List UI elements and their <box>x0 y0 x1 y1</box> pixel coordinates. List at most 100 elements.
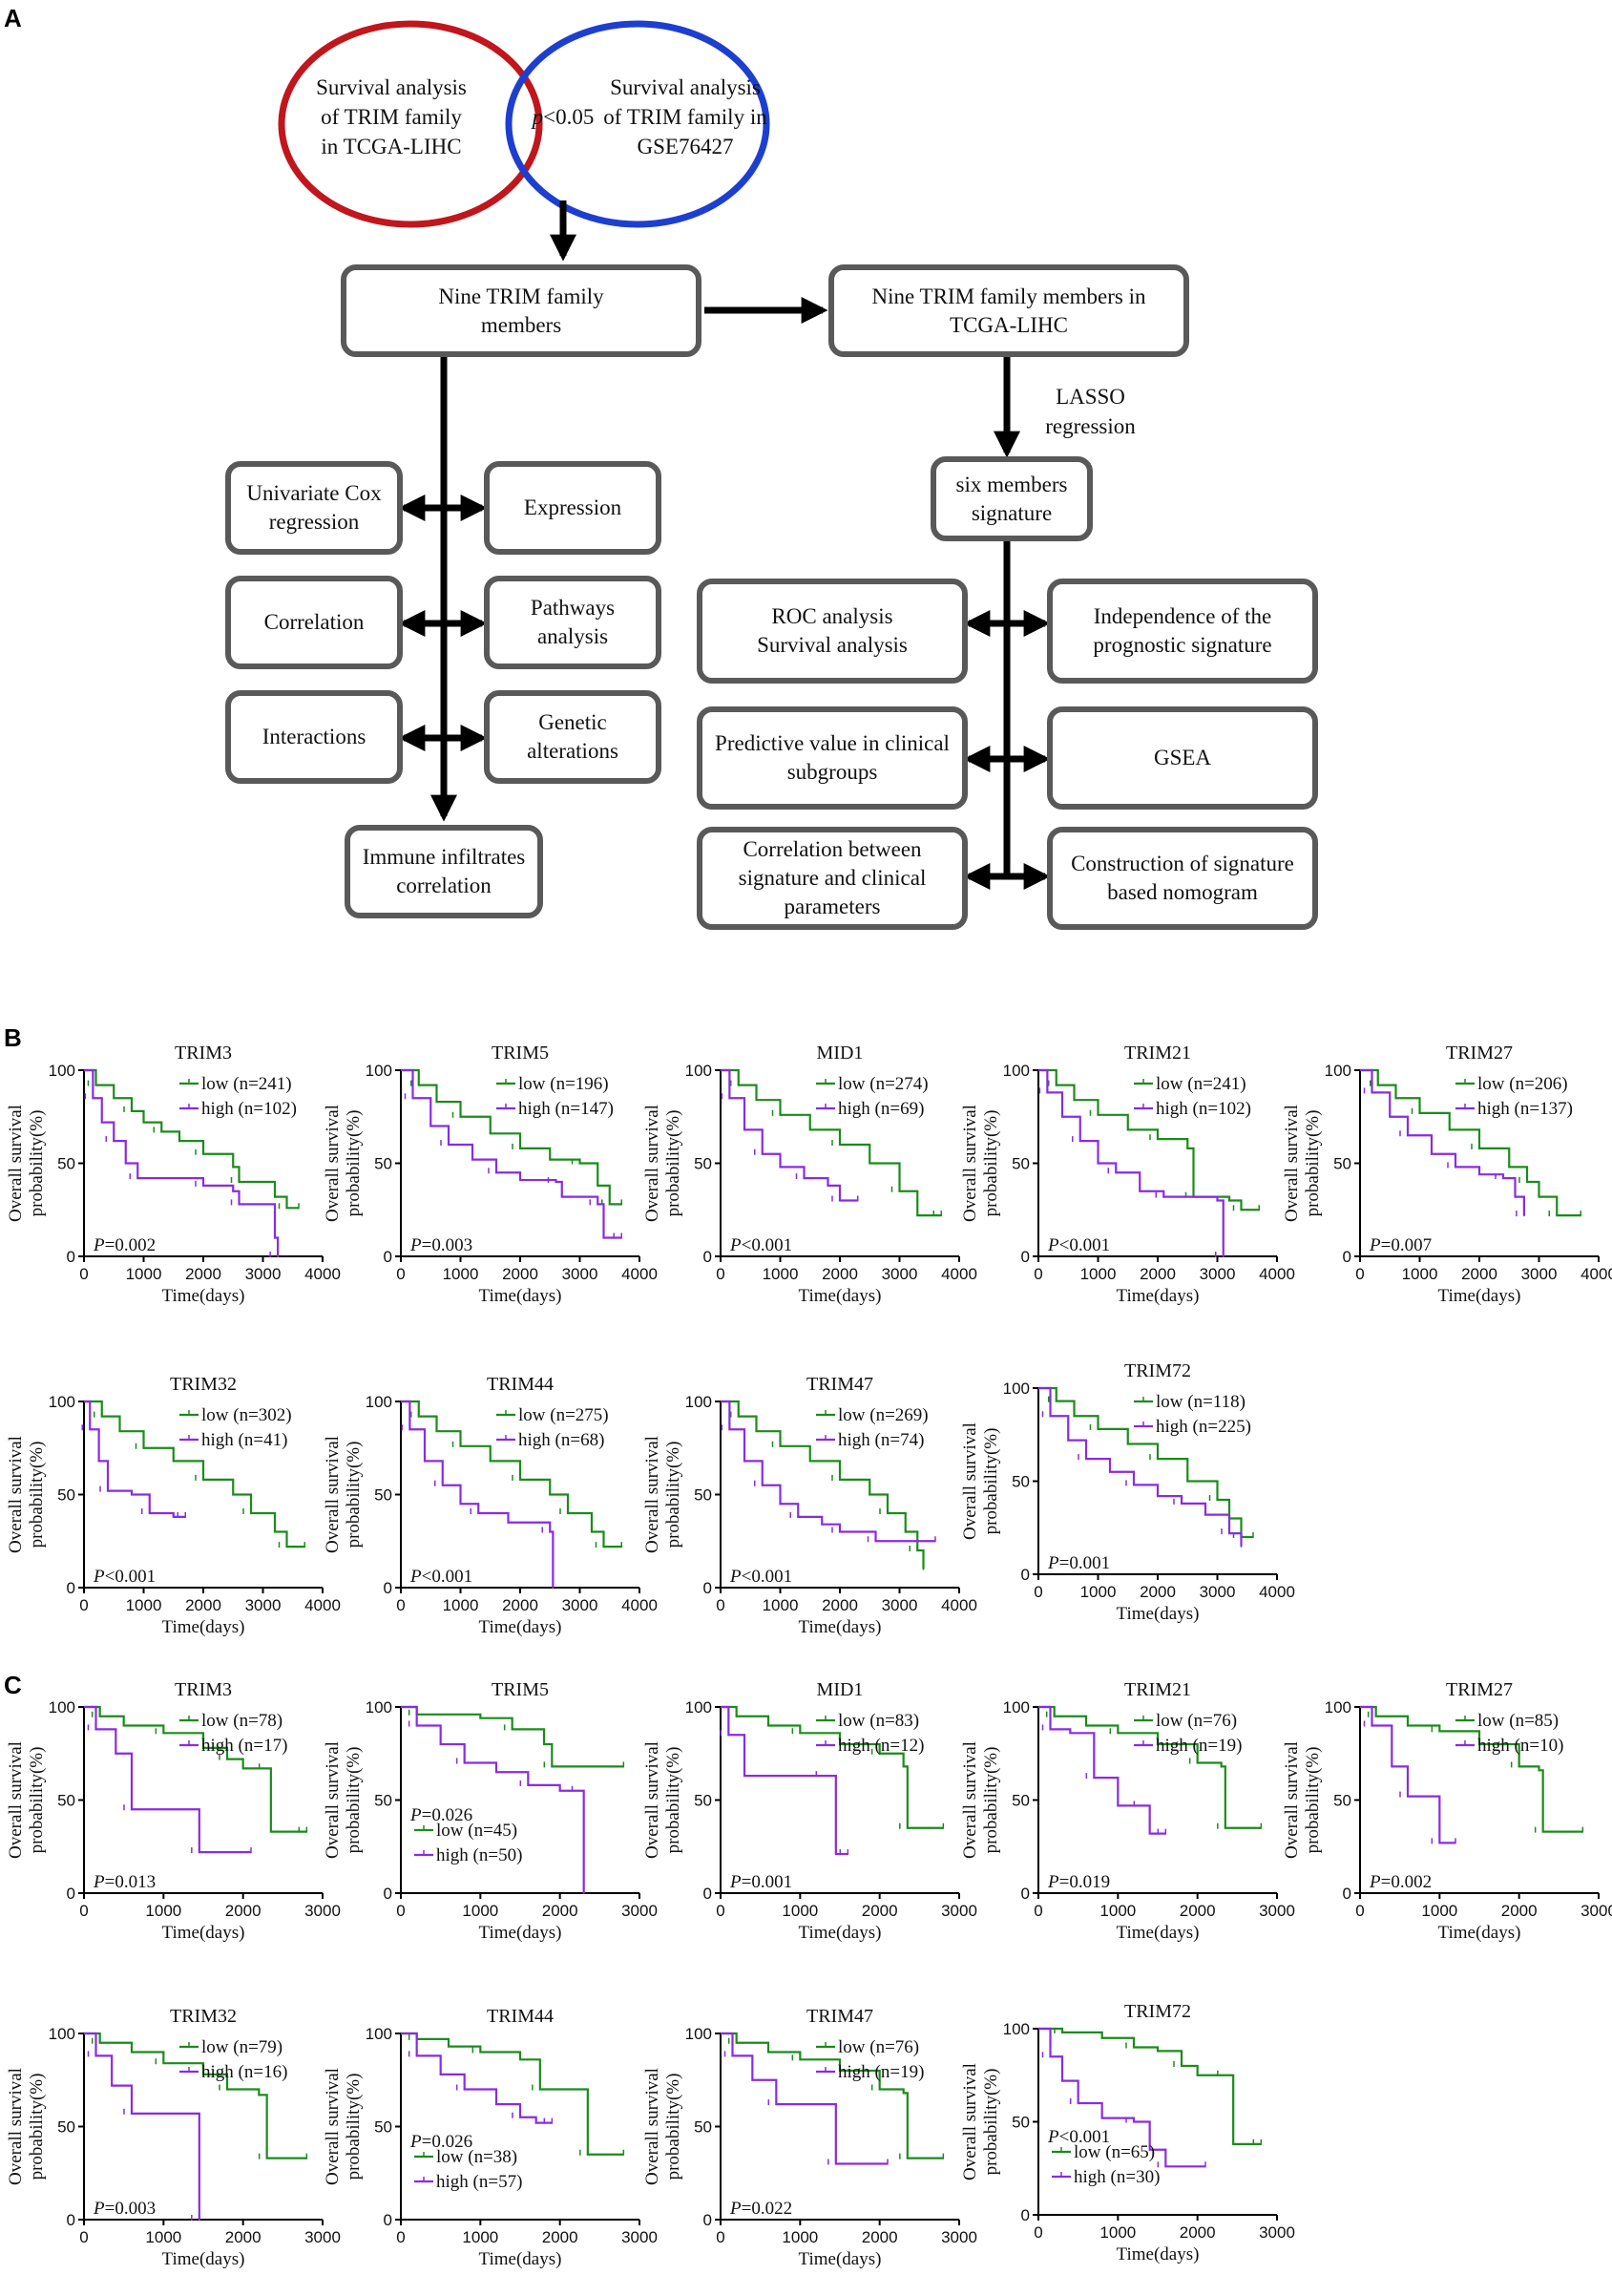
flowchart-connectors <box>278 20 1051 890</box>
x-tick-label: 3000 <box>1259 2223 1295 2242</box>
km-legend: low (n=76)high (n=19) <box>816 2037 924 2082</box>
x-tick-label: 3000 <box>882 1596 918 1614</box>
x-tick-label: 1000 <box>1099 1902 1136 1920</box>
p-value-italic: P <box>1047 1235 1059 1255</box>
km-legend: low (n=78)high (n=17) <box>179 1711 287 1756</box>
box-nine-members-tcga: Nine TRIM family members in TCGA-LIHC <box>828 264 1189 357</box>
y-tick-label: 100 <box>1325 1698 1351 1717</box>
p-value-label: P=0.013 <box>93 1872 156 1892</box>
legend-label-low: low (n=269) <box>838 1405 929 1425</box>
legend-label-low: low (n=241) <box>201 1074 292 1094</box>
y-tick-label: 50 <box>57 1486 75 1505</box>
p-value-italic: P <box>409 1805 422 1825</box>
km-curve-low <box>1038 1068 1260 1211</box>
km-legend: low (n=79)high (n=16) <box>179 2037 287 2082</box>
x-axis-label: Time(days) <box>799 1286 882 1306</box>
y-tick-label: 100 <box>685 1393 712 1411</box>
p-value-number: =0.002 <box>105 1235 156 1255</box>
x-tick-label: 0 <box>716 1265 724 1283</box>
y-tick-label: 100 <box>366 2025 392 2043</box>
km-curve-high <box>84 1068 280 1256</box>
y-axis-label-line1: Overall survival <box>960 2063 980 2180</box>
km-curve-low <box>1360 1068 1581 1217</box>
km-curve-high <box>84 1400 186 1518</box>
x-axis-label: Time(days) <box>162 1617 245 1637</box>
x-tick-label: 0 <box>79 1902 88 1920</box>
km-title: TRIM27 <box>1446 1679 1513 1700</box>
x-tick-label: 0 <box>79 2228 88 2246</box>
km-title: TRIM5 <box>492 1043 549 1064</box>
p-value-italic: P <box>409 2132 422 2152</box>
km-legend: low (n=241)high (n=102) <box>1134 1074 1251 1119</box>
x-tick-label: 0 <box>396 1596 405 1614</box>
y-tick-label: 50 <box>694 1486 712 1505</box>
x-tick-label: 0 <box>716 1902 724 1920</box>
km-title: TRIM32 <box>170 2006 237 2027</box>
km-curve-high <box>721 1400 935 1543</box>
legend-label-high: high (n=74) <box>838 1430 924 1450</box>
p-value-number: <0.001 <box>422 1567 472 1587</box>
km-legend: low (n=118)high (n=225) <box>1134 1392 1251 1437</box>
y-tick-label: 0 <box>703 1579 712 1597</box>
p-value-number: <0.001 <box>1059 2127 1110 2147</box>
y-tick-label: 100 <box>1003 1380 1030 1398</box>
km-curve-low <box>401 1400 622 1548</box>
box-immune: Immune infiltrates correlation <box>345 825 543 918</box>
y-axis-label-line1: Overall survival <box>642 1105 662 1222</box>
box-independence-text: Independence of the prognostic signature <box>1093 604 1272 657</box>
y-axis-label-line1: Overall survival <box>1282 1105 1302 1222</box>
y-axis-label-line1: Overall survival <box>642 1741 662 1859</box>
y-tick-label: 100 <box>1003 2020 1030 2038</box>
km-curve-high <box>721 1705 848 1856</box>
p-value-number: <0.001 <box>1059 1235 1110 1255</box>
km-curve-low <box>84 1705 307 1833</box>
km-title: TRIM47 <box>806 2006 873 2027</box>
y-tick-label: 50 <box>694 1792 712 1810</box>
p-value-label: P=0.007 <box>1369 1235 1432 1255</box>
venn-p-rest: <0.05 <box>543 105 595 129</box>
y-axis-label-line1: Overall survival <box>323 1436 343 1553</box>
x-tick-label: 4000 <box>1581 1265 1612 1283</box>
legend-label-high: high (n=57) <box>436 2172 522 2192</box>
box-roc: ROC analysis Survival analysis <box>697 579 968 684</box>
x-tick-label: 4000 <box>304 1265 341 1283</box>
x-tick-label: 1000 <box>126 1596 162 1614</box>
y-tick-label: 50 <box>1012 2114 1030 2132</box>
km-curve-high <box>1360 1705 1455 1844</box>
y-axis-label-line1: Overall survival <box>6 1741 26 1859</box>
y-axis-label-line2: probability(%) <box>344 1747 364 1854</box>
p-value-italic: P <box>409 1567 422 1587</box>
y-axis-label-line1: Overall survival <box>6 2068 26 2185</box>
y-axis-label-line1: Overall survival <box>323 1105 343 1222</box>
x-tick-label: 2000 <box>225 2228 262 2246</box>
box-nine-members-tcga-text: Nine TRIM family members in TCGA-LIHC <box>871 284 1146 337</box>
km-legend: low (n=274)high (n=69) <box>816 1074 929 1119</box>
x-tick-label: 0 <box>1034 1902 1042 1920</box>
km-title: TRIM72 <box>1124 2001 1191 2022</box>
legend-label-high: high (n=50) <box>436 1845 522 1865</box>
x-axis-label: Time(days) <box>479 1617 562 1637</box>
x-tick-label: 2000 <box>862 2228 898 2246</box>
box-immune-text: Immune infiltrates correlation <box>362 845 526 897</box>
x-axis-label: Time(days) <box>162 1286 245 1306</box>
venn-p-value: p<0.05 <box>520 102 606 132</box>
km-legend: low (n=302)high (n=41) <box>179 1405 292 1450</box>
legend-label-low: low (n=45) <box>436 1821 517 1841</box>
y-axis-label-line1: Overall survival <box>642 1436 662 1553</box>
km-title: TRIM3 <box>175 1679 232 1700</box>
y-tick-label: 50 <box>1012 1792 1030 1810</box>
p-value-italic: P <box>729 1567 742 1587</box>
x-tick-label: 4000 <box>304 1596 341 1614</box>
x-axis-label: Time(days) <box>162 1923 245 1943</box>
legend-label-low: low (n=206) <box>1477 1074 1568 1094</box>
x-tick-label: 2000 <box>1461 1265 1497 1283</box>
km-title: TRIM3 <box>175 1043 232 1064</box>
box-expression-text: Expression <box>523 495 622 519</box>
km-legend: low (n=38)high (n=57) <box>414 2147 522 2192</box>
p-value-label: P=0.026 <box>409 2132 472 2152</box>
x-tick-label: 3000 <box>245 1265 282 1283</box>
